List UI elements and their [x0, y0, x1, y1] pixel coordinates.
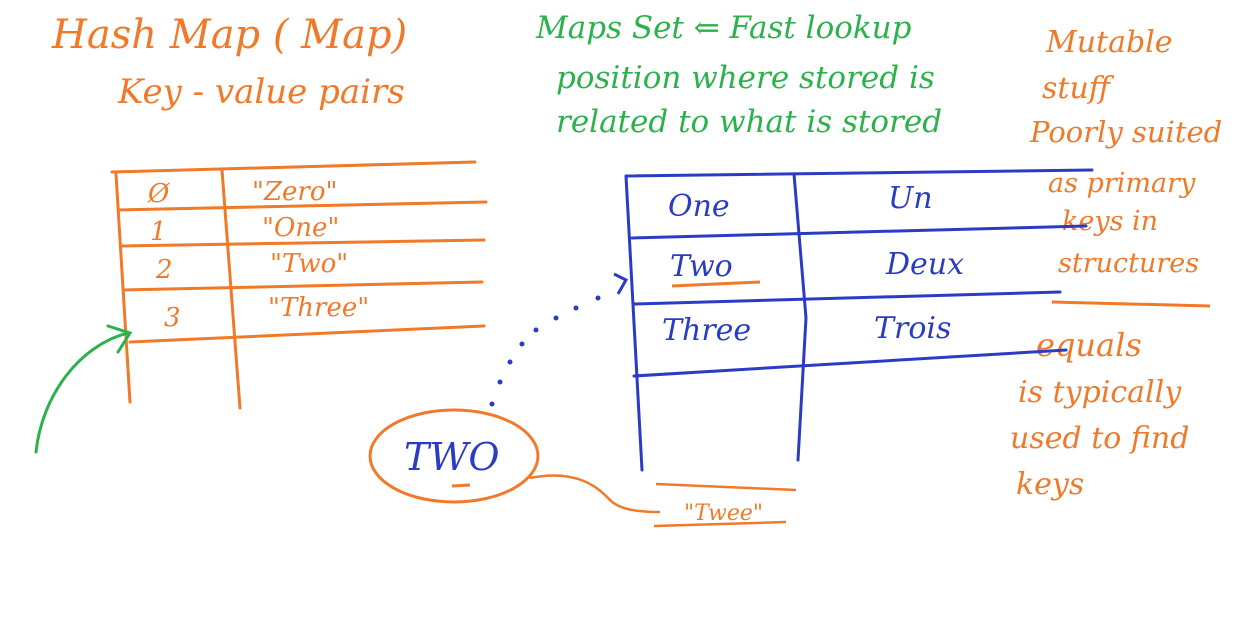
right-note-line-10: keys — [1016, 467, 1084, 502]
array-index-2: 2 — [155, 255, 173, 285]
right-note-line-7: equals — [1036, 326, 1142, 364]
map-table-row-line-1 — [630, 224, 1088, 240]
array-index-3: 3 — [164, 303, 181, 333]
map-table-row-line-2 — [632, 290, 1062, 306]
green-note: Maps Set ⇐ Fast lookup position where st… — [535, 10, 942, 140]
array-value-3: "Three" — [268, 293, 369, 323]
array-table-row-line-4 — [128, 324, 486, 344]
right-note-line-5: keys in — [1062, 206, 1158, 237]
lookup-key-underline — [451, 483, 471, 488]
map-table — [624, 168, 1094, 472]
map-key-2: Three — [662, 313, 751, 348]
array-table-row-line-1 — [116, 200, 488, 212]
lookup-dotted-path — [489, 295, 601, 407]
array-table — [110, 160, 488, 410]
right-note: Mutable stuff Poorly suited as primary k… — [1010, 25, 1222, 502]
array-table-cells: Ø "Zero" 1 "One" 2 "Two" 3 "Three" — [147, 177, 369, 333]
right-note-line-9: used to find — [1010, 421, 1189, 456]
lookup-connector — [529, 474, 661, 514]
array-table-divider — [220, 168, 242, 410]
array-index-0: Ø — [147, 179, 170, 209]
map-table-top-line — [624, 168, 1094, 178]
lookup-result-text: "Twee" — [684, 501, 763, 526]
map-table-row-line-3 — [632, 348, 1068, 378]
lookup-arrow-head — [613, 272, 629, 295]
green-note-line-1: Maps Set ⇐ Fast lookup — [535, 10, 912, 46]
green-arrow-head — [106, 324, 133, 354]
lookup-bubble: TWO — [368, 408, 540, 504]
array-value-1: "One" — [262, 213, 339, 243]
array-table-top-line — [110, 160, 477, 174]
right-note-line-4: as primary — [1048, 168, 1196, 199]
right-note-line-6: structures — [1058, 248, 1199, 279]
lookup-result-box — [653, 482, 797, 528]
map-key-0: One — [668, 189, 730, 224]
green-arrow-shaft — [34, 331, 130, 454]
green-pointer-arrow — [34, 324, 133, 454]
map-table-cells: One Un Two Deux Three Trois — [662, 181, 964, 348]
lookup-key-text: TWO — [404, 435, 500, 479]
lookup-key-circle — [368, 408, 540, 504]
map-value-0: Un — [888, 181, 933, 216]
right-note-line-3: Poorly suited — [1029, 115, 1222, 149]
array-value-2: "Two" — [270, 249, 348, 279]
title-line-1: Hash Map ( Map) — [51, 12, 407, 58]
map-table-divider — [792, 172, 808, 462]
map-key-two-underline — [671, 280, 761, 288]
map-value-2: Trois — [874, 311, 951, 346]
map-table-left-edge — [624, 174, 644, 472]
array-table-row-line-3 — [122, 280, 484, 292]
right-note-divider — [1051, 300, 1211, 308]
right-note-line-1: Mutable — [1045, 25, 1173, 60]
array-index-1: 1 — [150, 217, 167, 247]
array-table-row-line-2 — [120, 238, 486, 248]
map-value-1: Deux — [885, 247, 964, 282]
map-key-1: Two — [670, 249, 733, 284]
title-block: Hash Map ( Map) Key - value pairs — [51, 12, 407, 112]
array-value-0: "Zero" — [252, 177, 337, 207]
green-note-line-3: related to what is stored — [556, 104, 942, 140]
right-note-line-2: stuff — [1042, 71, 1115, 106]
title-line-2: Key - value pairs — [117, 72, 405, 112]
right-note-line-8: is typically — [1018, 375, 1182, 410]
array-table-left-edge — [114, 172, 132, 404]
green-note-line-2: position where stored is — [556, 60, 935, 96]
